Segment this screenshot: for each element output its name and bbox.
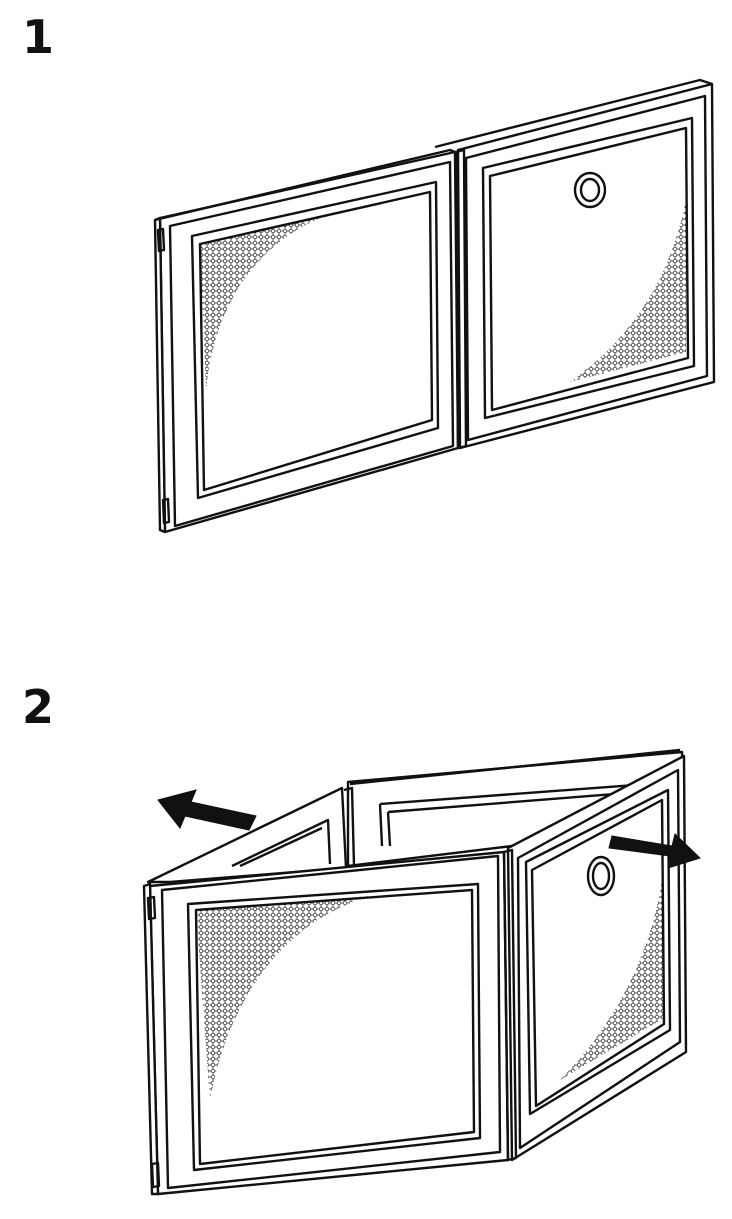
right-panel-unfolded [434,78,716,450]
step-1-illustration [153,78,716,534]
step-1-number: 1 [22,10,55,64]
step-2-number: 2 [22,680,55,734]
finger-hole-icon [586,855,616,897]
push-apart-arrow-icon [608,833,701,869]
front-panel [142,848,518,1196]
push-apart-arrow-icon [157,789,257,831]
right-panel-angled [506,754,688,1162]
finger-hole-icon [573,171,607,209]
